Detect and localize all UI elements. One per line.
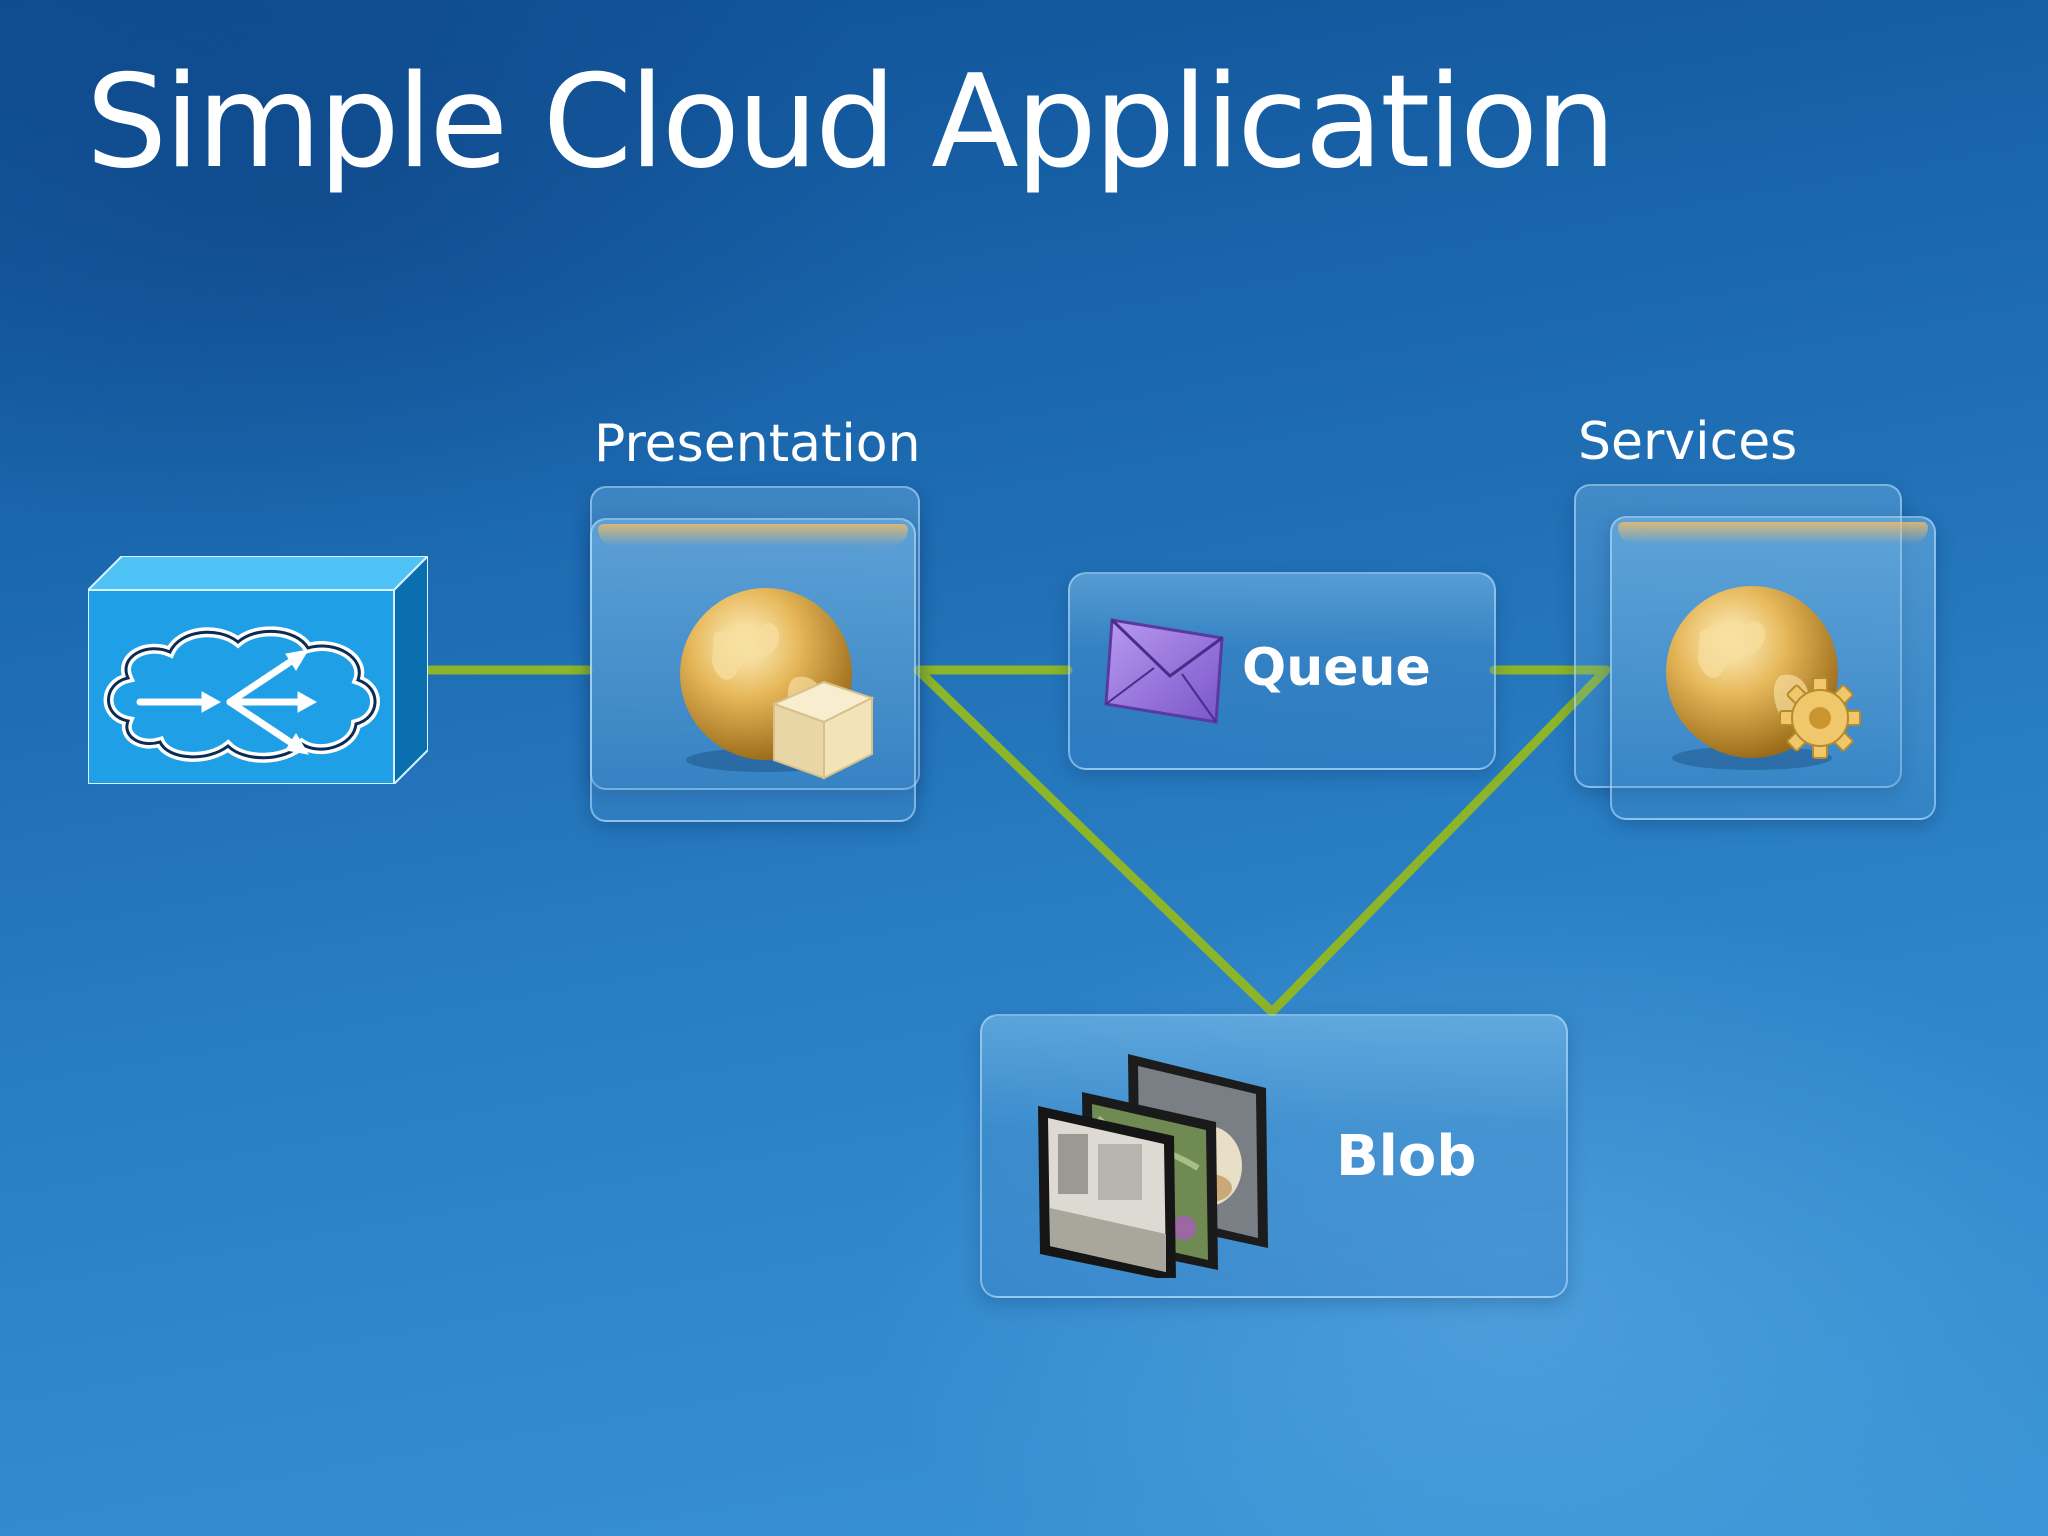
photo-front: [1038, 1106, 1176, 1278]
queue-storage: Queue: [1068, 572, 1496, 770]
envelope-icon: [1104, 618, 1224, 724]
queue-label: Queue: [1242, 638, 1431, 698]
load-balancer-icon: [88, 556, 428, 784]
presentation-label: Presentation: [594, 414, 921, 474]
services-role: [1574, 484, 1936, 820]
connector-presentation-blob-services: [913, 665, 1611, 1017]
globe-box-icon: [680, 588, 875, 780]
slide-title: Simple Cloud Application: [86, 48, 1616, 197]
box-icon: [771, 680, 875, 780]
globe-gear-icon: [1666, 586, 1861, 770]
photo-stack-icon: [1038, 1054, 1268, 1278]
gear-icon: [1779, 677, 1861, 759]
services-label: Services: [1578, 412, 1798, 472]
blob-label: Blob: [1336, 1124, 1477, 1189]
presentation-role: [590, 486, 920, 822]
blob-storage: Blob: [980, 1014, 1568, 1298]
